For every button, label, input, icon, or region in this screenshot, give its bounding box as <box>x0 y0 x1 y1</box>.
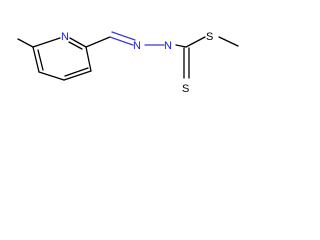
bond-methyl-c6 <box>17 38 34 48</box>
bond-ch-n-imine-double <box>111 31 136 41</box>
bond-c-s-thioether <box>185 36 206 48</box>
structure-diagram: N N N S S <box>17 31 239 95</box>
bond-c6-c5 <box>32 46 40 73</box>
atom-imine-n: N <box>133 40 141 52</box>
bond-c6-n1 <box>32 37 61 48</box>
bond-n-cs <box>175 44 187 48</box>
bond-c2-n1 <box>69 37 87 48</box>
bond-c6-c5-inner <box>37 49 44 71</box>
atom-thioether-s: S <box>206 31 213 43</box>
atom-hydrazine-n: N <box>164 40 172 52</box>
bond-ch-n-imine <box>109 36 134 46</box>
bond-c2-ch <box>85 36 111 48</box>
bond-c4-c3 <box>63 70 92 81</box>
bond-c2-n1-inner <box>68 41 83 50</box>
bond-c5-c4 <box>38 71 65 81</box>
bond-s-methyl <box>218 36 239 47</box>
atom-pyridine-n: N <box>61 31 69 43</box>
bond-c3-c2 <box>85 46 92 72</box>
atom-thione-s: S <box>182 83 189 95</box>
bond-c4-c3-inner <box>64 67 89 77</box>
